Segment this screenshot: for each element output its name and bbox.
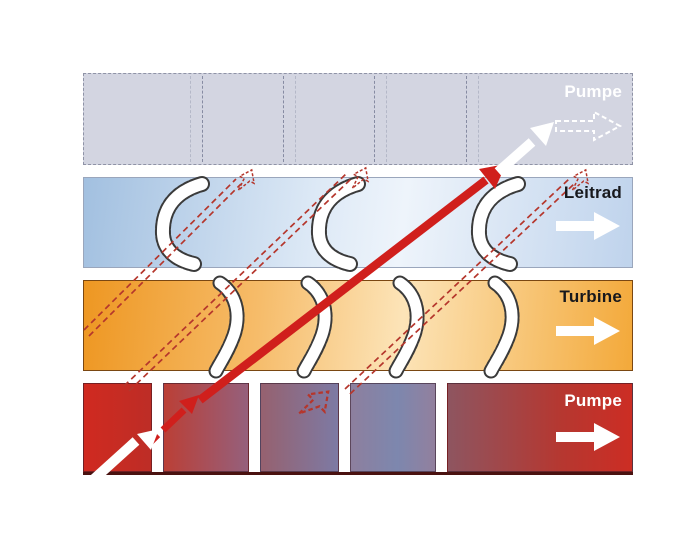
divider-dashed — [374, 76, 375, 162]
label-stator: Leitrad — [563, 183, 622, 202]
divider-dashed — [202, 76, 203, 162]
pump-segment — [260, 383, 339, 472]
divider-dashed — [283, 76, 284, 162]
pump-segment — [83, 383, 152, 472]
band-stator — [83, 177, 633, 268]
pump-segment — [163, 383, 249, 472]
divider-dashed — [466, 76, 467, 162]
divider-dashed — [478, 76, 479, 162]
label-pump-bottom: Pumpe — [564, 391, 622, 410]
band-pump-top — [83, 73, 633, 165]
divider-dashed — [190, 76, 191, 162]
band-turbine — [83, 280, 633, 371]
band-pump-bottom — [83, 383, 633, 475]
label-pump-top: Pumpe — [564, 82, 622, 101]
label-turbine: Turbine — [559, 287, 622, 306]
divider-dashed — [386, 76, 387, 162]
pump-segment — [350, 383, 436, 472]
divider-dashed — [295, 76, 296, 162]
